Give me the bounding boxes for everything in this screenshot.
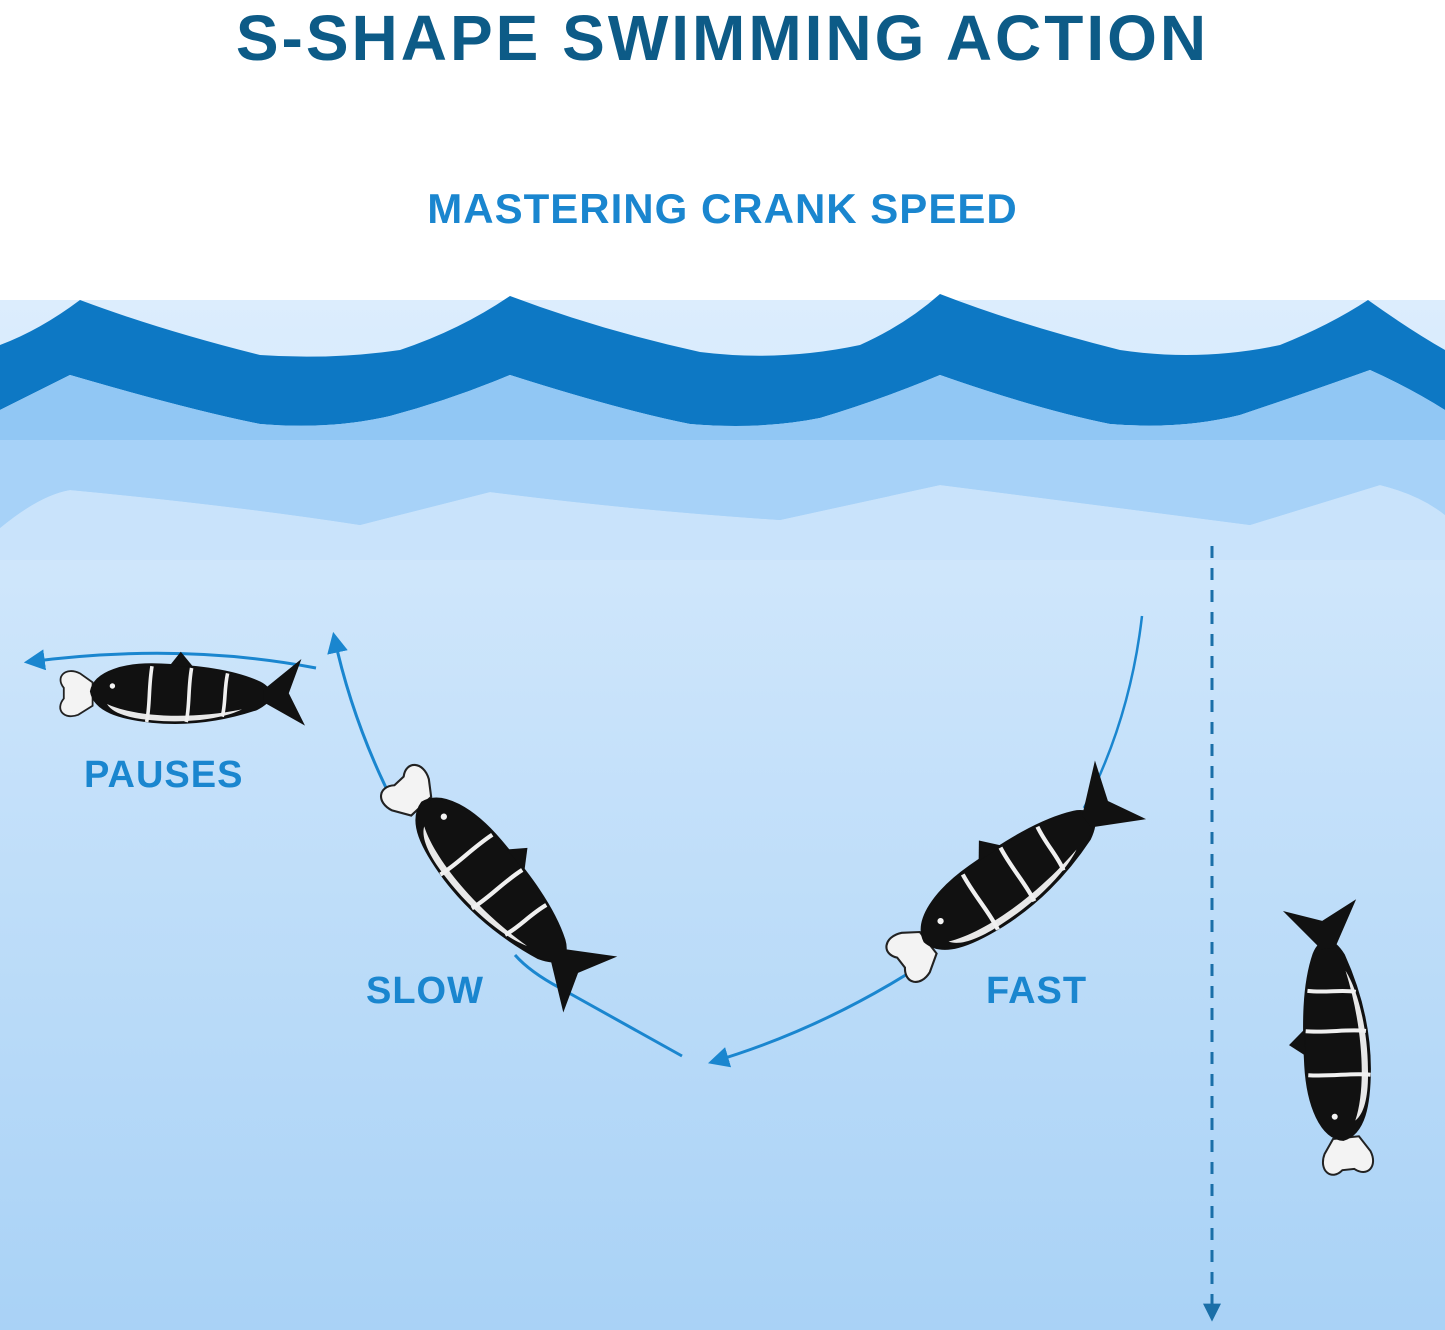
wave-shadow-band: [0, 370, 1445, 440]
wave-mid-band: [0, 370, 1445, 528]
stage-label-pauses: PAUSES: [84, 754, 244, 796]
wave-dark-crest: [0, 294, 1445, 426]
stage-label-fast: FAST: [986, 970, 1088, 1012]
page-subtitle: MASTERING CRANK SPEED: [427, 185, 1018, 232]
fast-sweep-arrow: [707, 964, 921, 1068]
stage-label-slow: SLOW: [366, 970, 484, 1012]
pause-path-arrow: [23, 649, 317, 671]
wave-pale-band: [0, 485, 1445, 560]
slow-rise-arrow: [327, 631, 394, 801]
page-title: S-SHAPE SWIMMING ACTION: [235, 2, 1210, 74]
